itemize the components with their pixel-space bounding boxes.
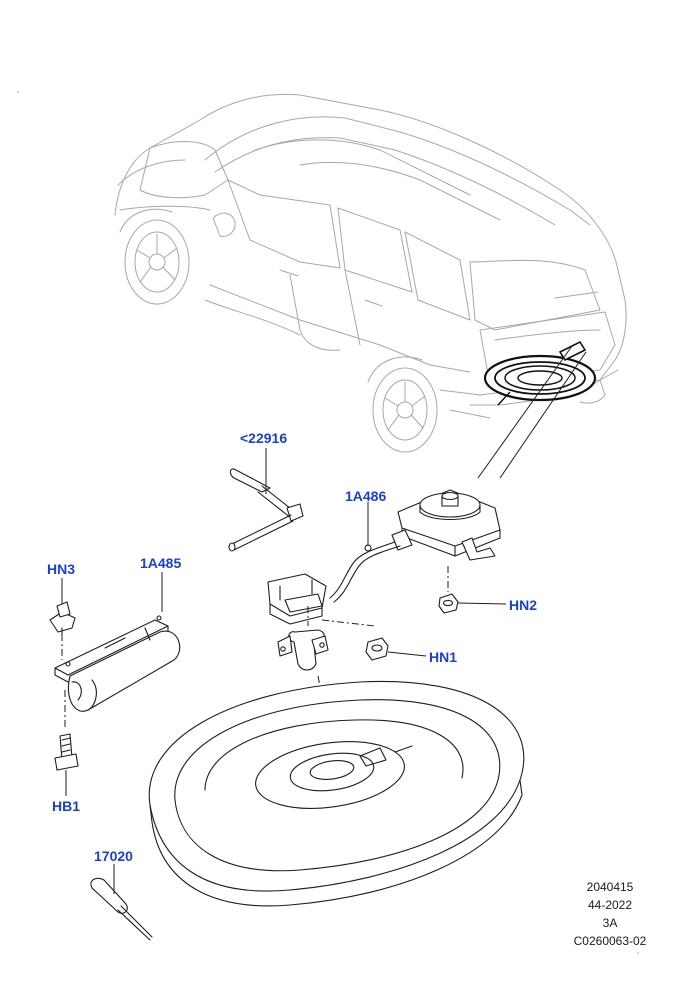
jack-handle-part (228, 468, 304, 552)
callout-17020: 17020 (94, 848, 133, 864)
ref-line-1: 2040415 (586, 880, 634, 894)
hb1-bolt (54, 733, 79, 771)
ref-line-2: 44-2022 (587, 898, 633, 912)
callout-HN3: HN3 (47, 561, 76, 577)
callout-1A486: 1A486 (345, 488, 387, 504)
hn3-fastener (49, 601, 76, 637)
spare-wheel-winch-part (329, 489, 501, 603)
jack-part (54, 615, 181, 712)
ref-line-4: C0260063-02 (573, 934, 647, 948)
ref-line-3: 3A (602, 916, 618, 930)
vehicle-illustration (114, 93, 627, 453)
callout-HN1: HN1 (429, 649, 458, 665)
hn1-nut (365, 637, 389, 661)
callout-HN2: HN2 (509, 597, 538, 613)
hn2-nut (438, 593, 459, 614)
spare-wheel-part (148, 680, 525, 907)
tool-17020-part (90, 877, 153, 941)
callout-1A485: 1A485 (140, 555, 182, 571)
callout-22916: <22916 (240, 430, 288, 446)
stowed-spare-wheel (483, 340, 597, 406)
callout-HB1: HB1 (52, 798, 81, 814)
cable-end-bracket (267, 573, 329, 671)
